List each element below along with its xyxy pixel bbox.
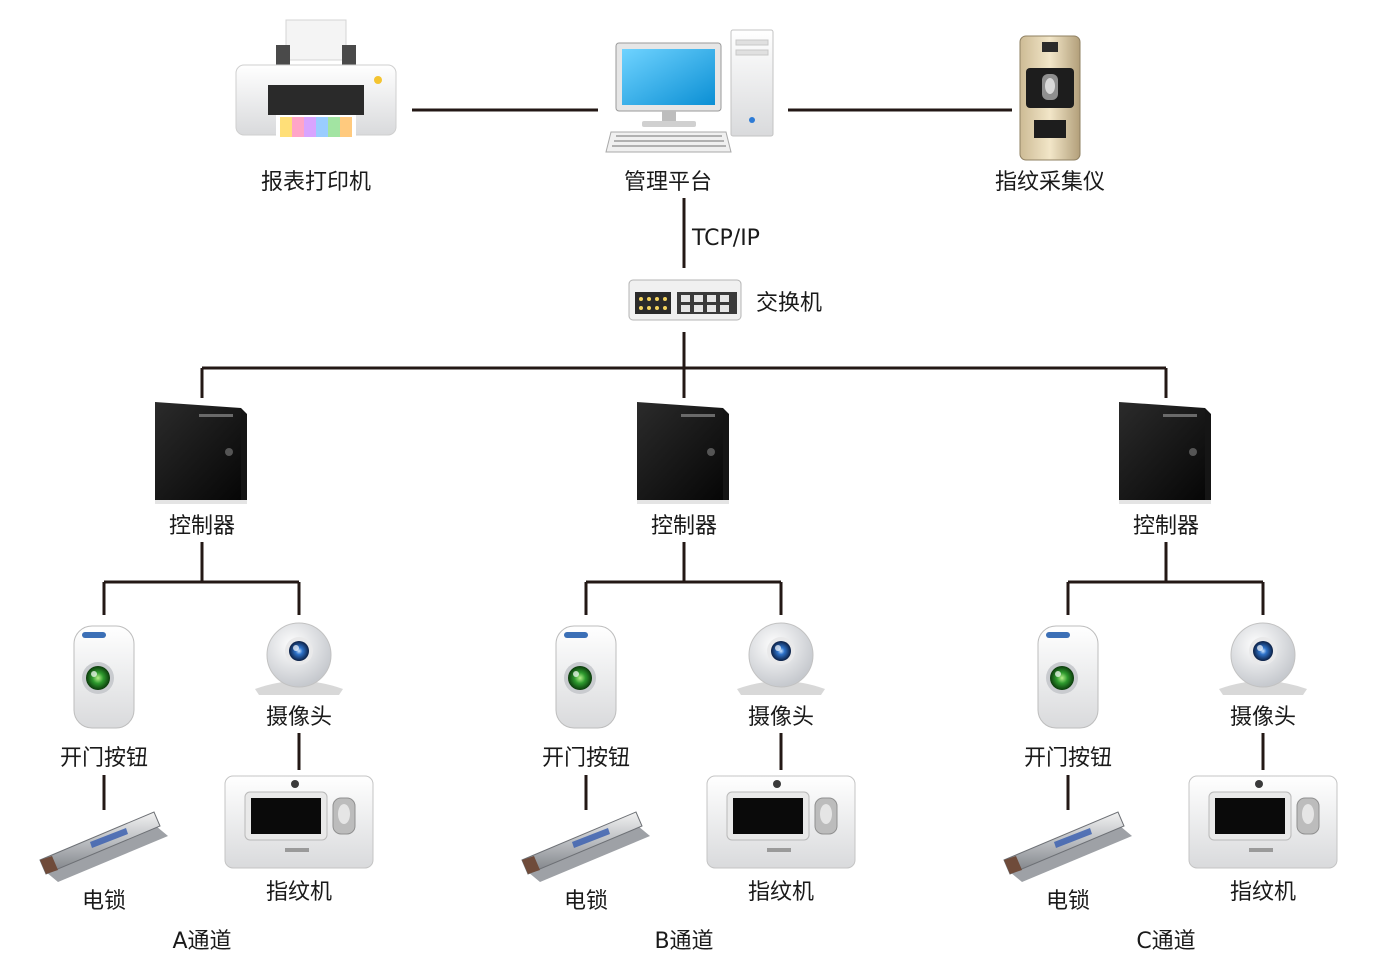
camera-label: 摄像头 xyxy=(1230,705,1296,730)
electric-lock-label: 电锁 xyxy=(1046,889,1090,914)
management-platform-node: 管理平台 xyxy=(605,29,774,195)
printer-label: 报表打印机 xyxy=(261,170,371,195)
electric-lock-label: 电锁 xyxy=(82,889,126,914)
channel-label: B通道 xyxy=(654,929,713,954)
camera-icon xyxy=(736,622,826,696)
platform-label: 管理平台 xyxy=(624,170,712,195)
report-printer-node: 报表打印机 xyxy=(235,19,397,195)
camera-icon xyxy=(1218,622,1308,696)
camera-icon xyxy=(254,622,344,696)
fingerprint-terminal-icon xyxy=(1188,775,1338,869)
exit-button-icon xyxy=(555,625,617,729)
channel-label: A通道 xyxy=(172,929,231,954)
channel-c-group: 控制器 开门按钮 摄像头 电锁 指纹机 C通道 xyxy=(1003,402,1338,954)
collector-label: 指纹采集仪 xyxy=(995,170,1105,195)
fingerprint-terminal-label: 指纹机 xyxy=(748,880,814,905)
controller-label: 控制器 xyxy=(651,514,717,539)
electric-lock-icon xyxy=(1003,811,1133,883)
fingerprint-terminal-icon xyxy=(224,775,374,869)
electric-lock-icon xyxy=(521,811,651,883)
exit-button-label: 开门按钮 xyxy=(1024,746,1112,771)
printer-icon xyxy=(235,19,397,140)
controller-label: 控制器 xyxy=(1133,514,1199,539)
tcpip-label: TCP/IP xyxy=(691,226,760,251)
controller-icon xyxy=(155,402,247,504)
channel-b-group: 控制器 开门按钮 摄像头 电锁 指纹机 B通道 xyxy=(521,402,856,954)
channel-a-group: 控制器 开门按钮 摄像头 电锁 指纹机 A通道 xyxy=(39,402,374,954)
computer-icon xyxy=(605,29,774,153)
exit-button-icon xyxy=(73,625,135,729)
channel-label: C通道 xyxy=(1136,929,1195,954)
network-switch-icon xyxy=(628,279,742,321)
controller-icon xyxy=(1119,402,1211,504)
controller-icon xyxy=(637,402,729,504)
controller-label: 控制器 xyxy=(169,514,235,539)
fingerprint-terminal-label: 指纹机 xyxy=(266,880,332,905)
electric-lock-icon xyxy=(39,811,169,883)
exit-button-icon xyxy=(1037,625,1099,729)
fingerprint-terminal-label: 指纹机 xyxy=(1230,880,1296,905)
camera-label: 摄像头 xyxy=(266,705,332,730)
camera-label: 摄像头 xyxy=(748,705,814,730)
network-switch-node: 交换机 xyxy=(628,279,822,321)
exit-button-label: 开门按钮 xyxy=(542,746,630,771)
connection-lines xyxy=(102,108,1265,810)
fingerprint-terminal-icon xyxy=(706,775,856,869)
electric-lock-label: 电锁 xyxy=(564,889,608,914)
switch-label: 交换机 xyxy=(756,291,822,316)
fingerprint-collector-node: 指纹采集仪 xyxy=(995,35,1105,195)
fingerprint-collector-icon xyxy=(1019,35,1081,161)
exit-button-label: 开门按钮 xyxy=(60,746,148,771)
